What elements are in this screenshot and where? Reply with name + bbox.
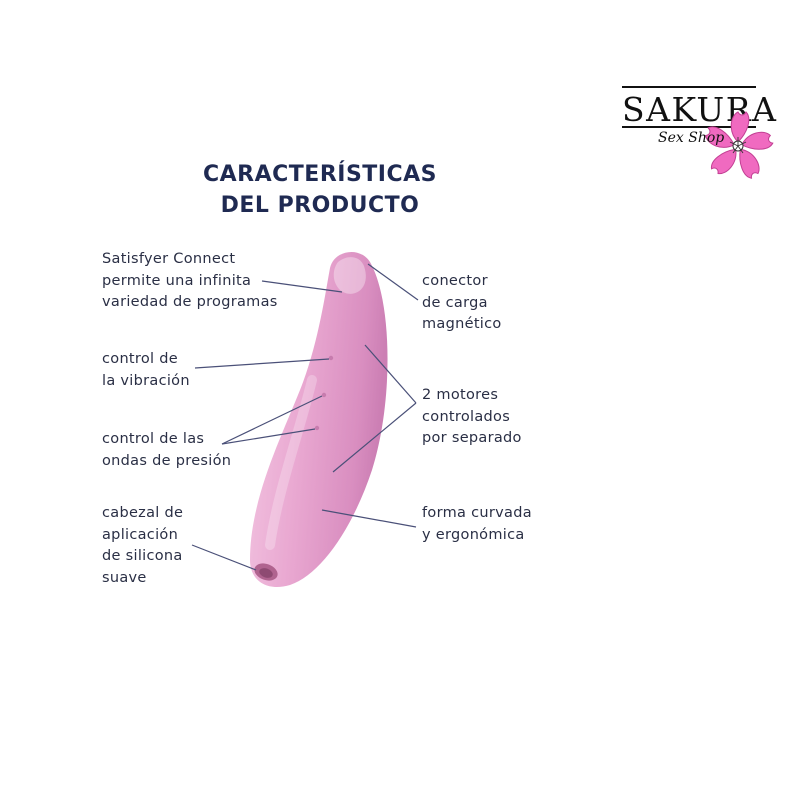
petal [730,111,750,143]
petal [741,131,774,150]
label-vibration: control de la vibración [102,349,190,392]
label-connect-line-3: variedad de programas [102,294,278,310]
page-title-line-2: DEL PRODUCTO [220,193,420,218]
callout-pressure-2 [221,428,316,445]
logo-rule-bottom [622,126,756,128]
pressure-button-plus [321,392,327,398]
stamen [737,141,747,147]
label-motors-line-3: por separado [422,430,522,446]
label-connect-line-1: Satisfyer Connect [102,251,236,267]
callout-motors-2 [332,402,417,473]
label-motors-line-1: 2 motores [422,387,499,403]
logo-subtitle: Sex Shop [658,130,725,146]
label-head-line-1: cabezal de [102,505,184,521]
label-shape-line-2: y ergonómica [422,526,525,543]
stamen [737,145,744,154]
label-charger-line-1: conector [422,273,488,289]
petal [705,126,735,148]
label-pressure-line-1: control de las [102,431,205,447]
stamen [732,145,739,154]
label-shape-line-1: forma curvada [422,505,532,521]
page-title-line-1: CARACTERÍSTICAS [203,162,437,187]
vibration-button [328,355,334,361]
label-connect: Satisfyer Connect permite una infinita v… [102,249,278,314]
label-charger: conector de carga magnético [422,271,502,336]
callout-connect [261,280,343,293]
callout-lines [191,263,419,571]
label-vibration-line-2: la vibración [102,372,190,389]
cherry-blossom-icon [705,111,774,179]
callout-charger [367,263,419,301]
label-pressure-line-2: ondas de presión [102,452,232,469]
pressure-button-minus [314,425,320,431]
logo-wordmark: SAKURA [622,90,778,129]
label-head: cabezal de aplicación de silicona suave [102,503,183,589]
product-sheen [265,375,317,550]
callout-motors-1 [364,344,417,404]
label-head-line-2: aplicación [102,526,179,543]
silicone-head-inner [259,568,273,578]
label-motors: 2 motores controlados por separado [422,385,522,450]
callout-vibration [194,358,330,369]
label-motors-line-2: controlados [422,408,511,425]
label-pressure: control de las ondas de presión [102,429,231,472]
sakura-logo: SAKURA Sex Shop [618,84,778,184]
product-highlight [333,257,366,294]
stamen [729,141,739,147]
label-head-line-3: de silicona [102,548,183,564]
label-charger-line-2: de carga [422,294,488,311]
callout-pressure-1 [221,395,323,445]
label-head-line-4: suave [102,569,147,586]
petal [739,148,760,179]
label-charger-line-3: magnético [422,316,502,332]
label-vibration-line-1: control de [102,351,178,367]
callout-head [191,544,257,571]
petal [711,148,737,175]
callout-shape [321,509,417,528]
logo-rule-top [622,86,756,88]
label-connect-line-2: permite una infinita [102,272,252,289]
product-body [250,251,388,588]
label-shape: forma curvada y ergonómica [422,503,532,546]
